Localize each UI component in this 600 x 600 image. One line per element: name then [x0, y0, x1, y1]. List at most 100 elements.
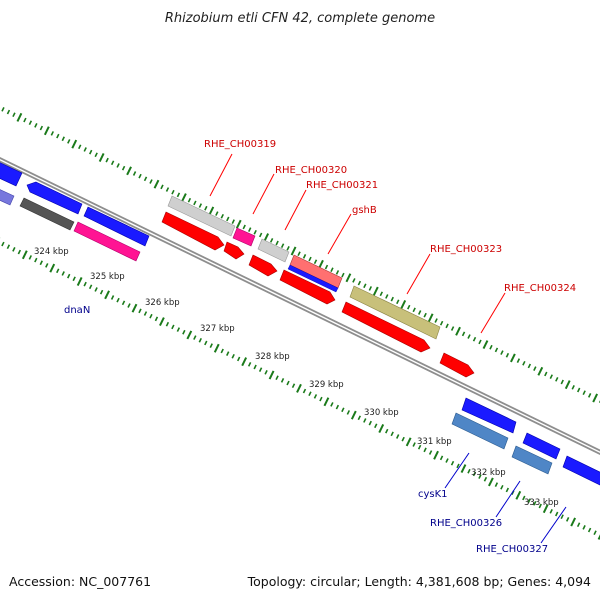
tick-mark [549, 509, 553, 514]
tick-mark [407, 304, 411, 310]
tick-mark [88, 284, 93, 290]
tick-mark [522, 360, 526, 366]
tick-mark [467, 334, 471, 339]
gene-arrow[interactable] [522, 432, 561, 460]
tick-mark [564, 380, 571, 390]
tick-mark [324, 264, 329, 270]
tick-mark [6, 109, 11, 115]
gene-labels-bottom: dnaN cysK1 RHE_CH00326 RHE_CH00327 [64, 305, 548, 555]
tick-mark [34, 257, 38, 263]
gene-label[interactable]: RHE_CH00320 [275, 165, 347, 176]
tick-mark [160, 184, 164, 190]
tick-mark [385, 428, 389, 434]
tick-mark [488, 477, 494, 487]
gene-arrow[interactable] [562, 455, 600, 488]
tick-mark [423, 312, 427, 318]
tick-mark [505, 487, 510, 493]
tick-mark [258, 232, 263, 238]
tick-mark [159, 317, 165, 327]
tick-mark [72, 276, 76, 282]
tick-mark [253, 364, 257, 370]
tick-mark [538, 503, 542, 509]
tick-mark [427, 313, 434, 323]
tick-mark [67, 273, 71, 279]
gene-arrow[interactable] [511, 445, 553, 475]
tick-mark [280, 378, 285, 383]
tick-mark [560, 379, 564, 385]
tick-mark [165, 187, 170, 192]
gene-arrow[interactable] [19, 197, 75, 231]
gene-arrow[interactable] [0, 184, 15, 206]
tick-mark [17, 249, 22, 255]
gene-arrow[interactable] [26, 181, 83, 215]
tick-mark [127, 303, 131, 308]
tick-mark [296, 383, 302, 393]
tick-mark [149, 179, 153, 184]
gene-arrow[interactable] [0, 158, 23, 187]
gene-arrow[interactable] [73, 221, 141, 262]
gene-arrow[interactable] [349, 285, 441, 340]
tick-mark [302, 388, 307, 394]
tick-mark [418, 310, 422, 315]
tick-mark [1, 241, 5, 247]
tick-mark [1, 107, 5, 112]
gene-arrow[interactable] [248, 254, 278, 277]
tick-mark [456, 463, 460, 469]
tick-mark [138, 173, 142, 179]
tick-labels: 324 kbp 325 kbp 326 kbp 327 kbp 328 kbp … [34, 247, 559, 508]
tick-mark [396, 299, 400, 305]
gene-label[interactable]: RHE_CH00323 [430, 244, 502, 255]
tick-mark [467, 468, 471, 474]
tick-mark [533, 500, 537, 506]
tick-marks [0, 107, 600, 540]
tick-mark [417, 444, 422, 450]
tick-mark [71, 139, 78, 149]
tick-mark [505, 352, 510, 358]
tick-mark [510, 353, 516, 363]
tick-mark [94, 287, 98, 292]
tick-mark [204, 205, 208, 211]
gene-arrow[interactable] [83, 206, 150, 247]
tick-mark [345, 273, 352, 283]
tick-mark [12, 247, 16, 252]
tick-mark [527, 498, 531, 503]
gene-arrow[interactable] [232, 227, 256, 247]
gene-label[interactable]: gshB [352, 205, 377, 216]
gene-arrow[interactable] [287, 264, 339, 293]
gene-label[interactable]: RHE_CH00324 [504, 283, 576, 294]
gene-arrow[interactable] [257, 238, 290, 263]
tick-mark [171, 324, 175, 330]
gene-label[interactable]: RHE_CH00321 [306, 180, 378, 191]
tick-mark [412, 307, 416, 313]
gene-arrow[interactable] [439, 352, 475, 378]
gene-arrow[interactable] [461, 397, 517, 434]
tick-mark [83, 147, 87, 152]
tick-mark [319, 396, 323, 402]
tick-mark [275, 240, 279, 246]
tick-mark [290, 246, 297, 256]
gene-label[interactable]: dnaN [64, 305, 90, 316]
gene-label[interactable]: cysK1 [418, 489, 448, 500]
gene-arrow[interactable] [341, 301, 431, 353]
tick-mark [461, 331, 466, 337]
gene-arrow[interactable] [451, 412, 509, 450]
tick-mark [253, 229, 257, 235]
gene-arrow[interactable] [167, 195, 236, 237]
tick-mark [450, 460, 455, 466]
tick-mark [368, 420, 372, 426]
gene-arrow[interactable] [161, 211, 225, 251]
tick-mark [372, 286, 379, 296]
tick-label: 328 kbp [255, 352, 290, 362]
tick-mark [132, 171, 137, 176]
gene-label[interactable]: RHE_CH00326 [430, 518, 502, 529]
gene-arrow[interactable] [279, 269, 336, 305]
gene-label[interactable]: RHE_CH00319 [204, 139, 276, 150]
tick-mark [39, 125, 44, 131]
tick-mark [126, 166, 132, 176]
gene-label[interactable]: RHE_CH00327 [476, 544, 548, 555]
tick-mark [357, 415, 361, 421]
tick-mark [242, 224, 246, 230]
tick-mark [231, 353, 235, 359]
tick-mark [286, 380, 290, 386]
gene-arrow[interactable] [223, 241, 245, 260]
